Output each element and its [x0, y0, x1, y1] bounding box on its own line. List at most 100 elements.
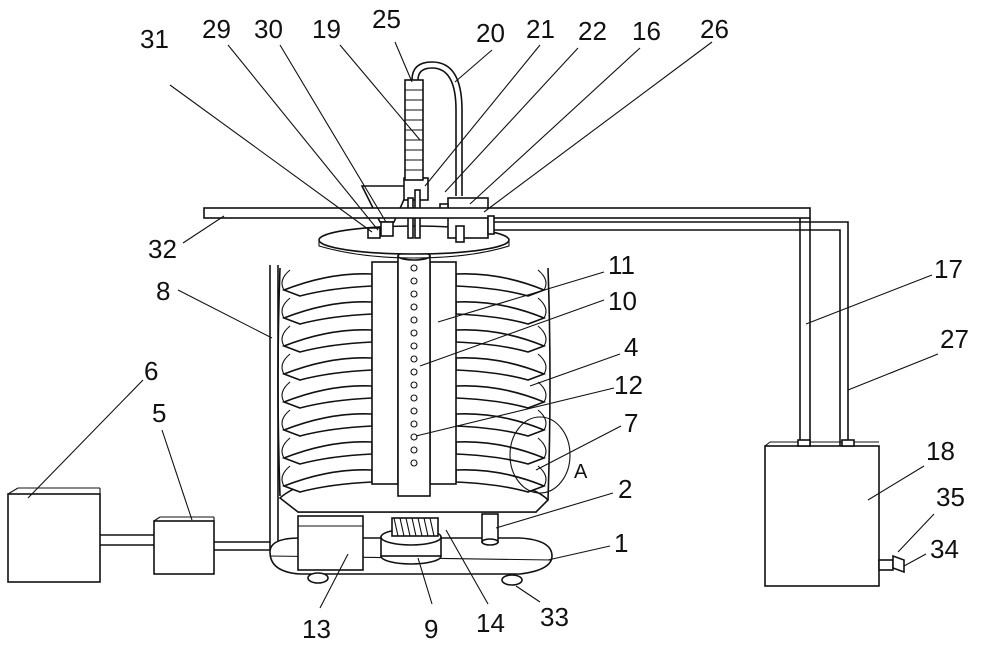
label-21: 21	[526, 14, 555, 44]
hole	[410, 407, 418, 415]
hole	[410, 394, 418, 402]
label-10: 10	[608, 286, 637, 316]
tier-plate-left	[281, 357, 373, 381]
tier-plate-left	[281, 385, 373, 409]
tier-rim-right	[537, 353, 547, 375]
tier-plate-right	[455, 469, 547, 493]
hole	[410, 381, 418, 389]
gear-14	[391, 517, 439, 537]
tier-plate-left	[281, 301, 373, 325]
outer-shell	[277, 267, 551, 501]
tier-plates	[281, 269, 547, 493]
tier-rim-right	[537, 465, 547, 487]
hole	[410, 316, 418, 324]
pump-box-5	[153, 516, 215, 575]
tier-rim-left	[281, 381, 291, 403]
hole	[410, 264, 418, 272]
pipe-17	[799, 218, 811, 446]
hole	[410, 277, 418, 285]
label-a: A	[574, 461, 588, 483]
hole	[410, 368, 418, 376]
label-22: 22	[578, 16, 607, 46]
tier-plate-left	[281, 413, 373, 437]
label-6: 6	[144, 356, 158, 386]
tier-rim-right	[537, 409, 547, 431]
detail-circle-a	[509, 416, 571, 494]
label-12: 12	[614, 370, 643, 400]
tier-rim-right	[537, 297, 547, 319]
tier-rim-left	[281, 269, 291, 291]
label-7: 7	[624, 408, 638, 438]
tier-plate-right	[455, 385, 547, 409]
hole	[410, 342, 418, 350]
tier-rim-right	[537, 437, 547, 459]
tier-rim-left	[281, 325, 291, 347]
label-29: 29	[202, 14, 231, 44]
tier-rim-left	[281, 437, 291, 459]
label-31: 31	[140, 24, 169, 54]
label-1: 1	[614, 528, 628, 558]
label-9: 9	[424, 614, 438, 644]
hole	[410, 433, 418, 441]
connector-pipe	[100, 534, 154, 546]
tier-plate-left	[281, 469, 373, 493]
label-26: 26	[700, 14, 729, 44]
central-column	[371, 251, 457, 497]
hole	[410, 355, 418, 363]
hole	[410, 420, 418, 428]
label-5: 5	[152, 398, 166, 428]
tank-18	[764, 439, 880, 587]
label-33: 33	[540, 602, 569, 632]
label-11: 11	[608, 250, 635, 280]
tier-rim-left	[281, 353, 291, 375]
hole	[410, 329, 418, 337]
leader-lines	[27, 41, 939, 609]
tier-plate-left	[281, 273, 373, 297]
label-20: 20	[476, 18, 505, 48]
hole	[410, 459, 418, 467]
crossbar-32	[203, 207, 811, 219]
label-14: 14	[476, 608, 505, 638]
tier-plate-left	[281, 329, 373, 353]
label-18: 18	[926, 436, 955, 466]
label-30: 30	[254, 14, 283, 44]
rack-25	[404, 79, 424, 181]
outlet-valve-34	[878, 554, 905, 574]
tier-plate-right	[455, 329, 547, 353]
label-32: 32	[148, 234, 177, 264]
tier-plate-right	[455, 301, 547, 325]
label-27: 27	[940, 324, 969, 354]
label-35: 35	[936, 482, 965, 512]
reference-labels: 31 29 30 19 25 20 21 22 16 26 32 11 8 10…	[140, 4, 969, 644]
label-17: 17	[934, 254, 963, 284]
motor-box-6	[7, 487, 101, 583]
label-25: 25	[372, 4, 401, 34]
tier-rim-left	[281, 297, 291, 319]
label-13: 13	[302, 614, 331, 644]
tier-plate-left	[281, 441, 373, 465]
tier-plate-right	[455, 273, 547, 297]
label-2: 2	[618, 474, 632, 504]
tier-plate-right	[455, 413, 547, 437]
hose-20	[411, 61, 463, 196]
tier-rim-right	[537, 381, 547, 403]
tier-plate-right	[455, 357, 547, 381]
label-19: 19	[312, 14, 341, 44]
perforation-holes	[410, 264, 418, 467]
tier-plate-right	[455, 441, 547, 465]
tier-rim-left	[281, 409, 291, 431]
motor-13	[297, 515, 364, 571]
supply-pipe-8	[214, 265, 279, 551]
label-34: 34	[930, 534, 959, 564]
label-16: 16	[632, 16, 661, 46]
pipe-27	[487, 215, 849, 446]
hole	[410, 290, 418, 298]
support-post-2	[481, 513, 499, 546]
tier-rim-right	[537, 269, 547, 291]
tier-rim-left	[281, 465, 291, 487]
tier-rim-right	[537, 325, 547, 347]
hole	[410, 446, 418, 454]
label-8: 8	[156, 276, 170, 306]
